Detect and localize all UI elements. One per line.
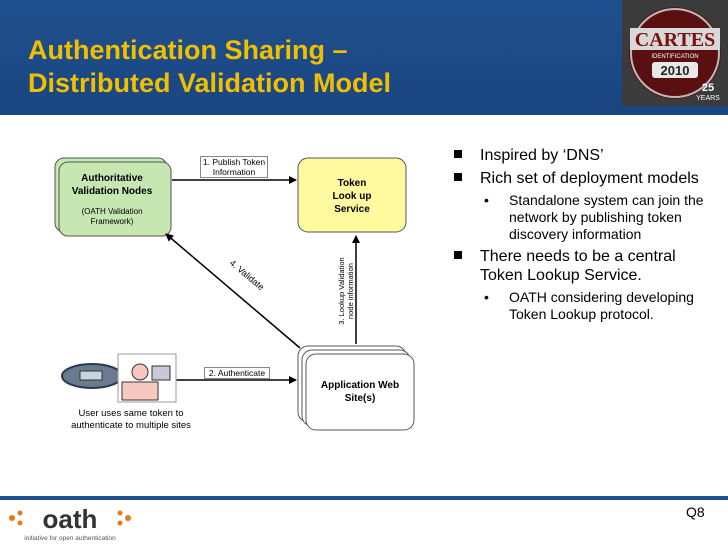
cartes-sub: IDENTIFICATION <box>651 54 698 60</box>
bullet-text: There needs to be a central Token Lookup… <box>480 248 676 284</box>
step3-line1: 3. Lookup Validation <box>337 257 346 325</box>
slide-title-line1: Authentication Sharing – <box>28 35 348 65</box>
step3-line2: node information <box>346 263 355 319</box>
auth-nodes-sub-line1: (OATH Validation <box>81 207 143 216</box>
authoritative-validation-nodes <box>54 157 172 237</box>
user-caption-line2: authenticate to multiple sites <box>71 420 191 431</box>
app-web-label: Application Web Site(s) <box>306 379 414 405</box>
square-bullet-icon <box>454 173 462 181</box>
square-bullet-icon <box>454 251 462 259</box>
sub-bullet-item: • OATH considering developing Token Looku… <box>452 289 708 323</box>
footer-divider <box>0 496 728 500</box>
bullet-text: Inspired by ‘DNS’ <box>480 147 604 164</box>
sub-bullet-text: Standalone system can join the network b… <box>509 192 704 242</box>
bullet-item: Rich set of deployment models <box>452 169 708 188</box>
user-computer-icon <box>117 353 177 403</box>
cartes-anniv-num: 25 <box>702 82 714 94</box>
cartes-logo: CARTES IDENTIFICATION 2010 25 YEARS <box>622 0 728 106</box>
step1-line2: Information <box>212 167 256 177</box>
slide-title: Authentication Sharing – Distributed Val… <box>28 34 391 100</box>
oath-word: oath <box>43 504 98 534</box>
user-caption: User uses same token to authenticate to … <box>56 408 206 432</box>
application-web-sites <box>297 345 415 431</box>
auth-nodes-title-line2: Validation Nodes <box>71 186 153 197</box>
cartes-brand: CARTES <box>635 29 715 51</box>
token-device-icon <box>61 363 123 389</box>
token-lookup-label: Token Look up Service <box>298 177 406 216</box>
oath-tagline: initiative for open authentication <box>24 535 116 542</box>
bullet-item: Inspired by ‘DNS’ <box>452 146 708 165</box>
sub-bullet-item: • Standalone system can join the network … <box>452 192 708 243</box>
step1-line1: 1. Publish Token <box>202 157 266 167</box>
auth-nodes-title: Authoritative Validation Nodes <box>56 172 168 198</box>
oath-logo: oath initiative for open authentication <box>0 497 140 546</box>
bullet-item: There needs to be a central Token Lookup… <box>452 247 708 285</box>
sub-bullet-text: OATH considering developing Token Lookup… <box>509 289 694 322</box>
app-web-line1: Application Web <box>320 380 400 391</box>
token-lookup-line1: Token <box>337 178 367 189</box>
slide-number: Q8 <box>686 504 705 520</box>
round-bullet-icon: • <box>484 192 489 208</box>
slide-header <box>0 0 728 115</box>
cartes-year: 2010 <box>661 63 690 78</box>
slide-title-line2: Distributed Validation Model <box>28 68 392 98</box>
square-bullet-icon <box>454 150 462 158</box>
user-caption-line1: User uses same token to <box>78 408 184 419</box>
oath-logo-graphic: oath initiative for open authentication <box>9 504 131 542</box>
step1-label: 1. Publish Token Information <box>200 156 268 178</box>
token-lookup-line3: Service <box>334 204 370 215</box>
arrow-validate <box>165 233 301 349</box>
cartes-logo-graphic: CARTES IDENTIFICATION 2010 25 YEARS <box>622 0 728 106</box>
step2-label: 2. Authenticate <box>204 367 270 379</box>
bullet-list: Inspired by ‘DNS’ Rich set of deployment… <box>452 146 708 327</box>
auth-nodes-sub-line2: Framework) <box>90 217 134 226</box>
step3-label: 3. Lookup Validation node information <box>337 245 355 337</box>
auth-nodes-subtitle: (OATH Validation Framework) <box>56 207 168 227</box>
app-web-line2: Site(s) <box>344 393 376 404</box>
token-lookup-line2: Look up <box>332 191 372 202</box>
token-lookup-service <box>297 157 407 233</box>
auth-nodes-title-line1: Authoritative <box>81 173 143 184</box>
cartes-anniv-word: YEARS <box>696 95 720 102</box>
round-bullet-icon: • <box>484 289 489 305</box>
bullet-text: Rich set of deployment models <box>480 170 699 187</box>
